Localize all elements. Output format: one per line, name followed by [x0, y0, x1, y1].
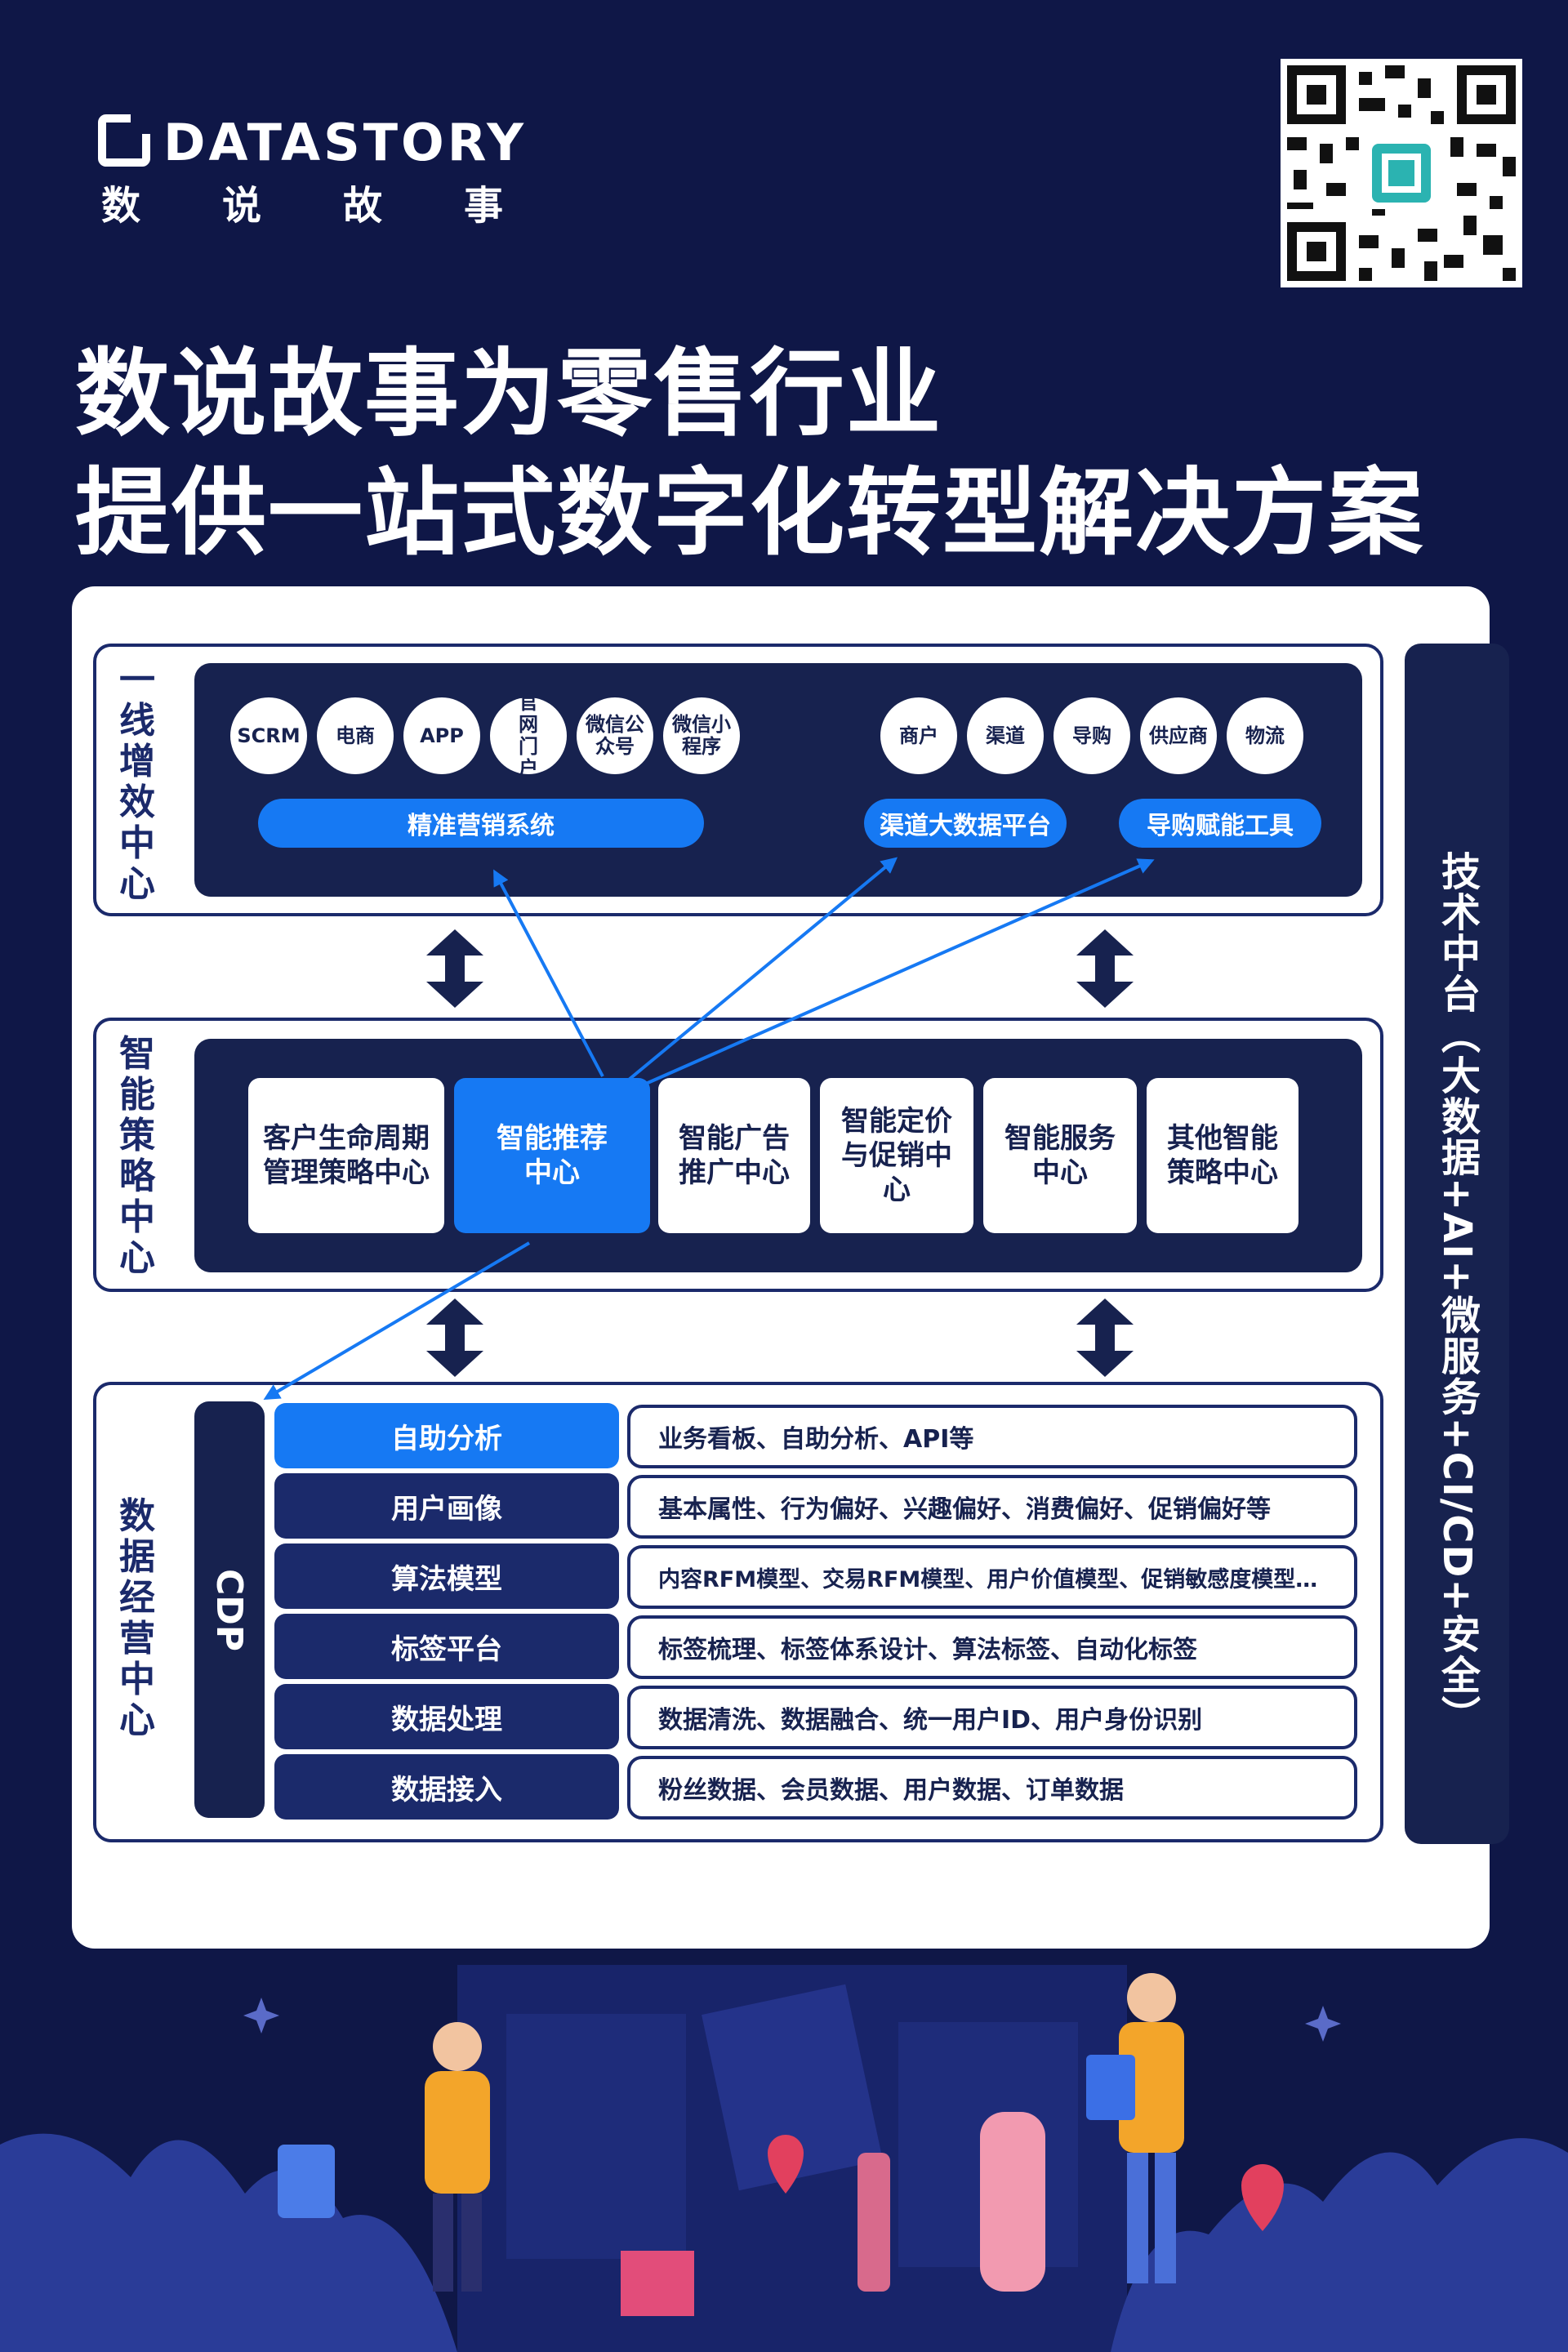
row-title-user-profile: 用户画像: [274, 1473, 619, 1539]
row-title-self-analysis: 自助分析: [274, 1403, 619, 1468]
row-title-algorithm-model: 算法模型: [274, 1544, 619, 1609]
center-lifecycle: 客户生命周期管理策略中心: [248, 1078, 444, 1233]
row-desc-data-ingestion: 粉丝数据、会员数据、用户数据、订单数据: [627, 1756, 1357, 1820]
channel-scrm: SCRM: [230, 697, 307, 774]
channel-app: APP: [403, 697, 480, 774]
strategy-label: 智能策略中心: [119, 1033, 155, 1279]
center-other: 其他智能策略中心: [1147, 1078, 1298, 1233]
datastory-logo-icon: [98, 114, 150, 167]
center-recommendation: 智能推荐中心: [454, 1078, 650, 1233]
row-desc-algorithm-model: 内容RFM模型、交易RFM模型、用户价值模型、促销敏感度模型…: [627, 1545, 1357, 1609]
channel-logistics: 物流: [1227, 697, 1303, 774]
channel-ecommerce: 电商: [317, 697, 394, 774]
location-pin-icon: [1241, 2164, 1284, 2231]
data-ops-section: [93, 1382, 1383, 1842]
shopper-man-icon: [1127, 1973, 1176, 2022]
system-guide-tool: 导购赋能工具: [1119, 799, 1321, 848]
row-title-tag-platform: 标签平台: [274, 1614, 619, 1679]
sparkle-icon: [1305, 2006, 1341, 2042]
tech-platform-bar: 技术中台（大数据+AI+微服务+CI/CD+安全）: [1405, 644, 1509, 1844]
row-title-data-processing: 数据处理: [274, 1684, 619, 1749]
double-arrow-icon: [1076, 929, 1134, 1008]
gift-box-icon: [621, 2251, 694, 2316]
tech-platform-label: 技术中台（大数据+AI+微服务+CI/CD+安全）: [1434, 851, 1480, 1736]
frontline-label: 一线增效中心: [119, 659, 155, 905]
channel-website: 官网门户: [490, 692, 567, 780]
row-desc-self-analysis: 业务看板、自助分析、API等: [627, 1405, 1357, 1468]
sparkle-icon: [243, 1998, 279, 2034]
location-pin-icon: [768, 2135, 804, 2194]
double-arrow-icon: [1076, 1298, 1134, 1377]
headline-line-2: 提供一站式数字化转型解决方案: [75, 458, 1424, 568]
row-desc-tag-platform: 标签梳理、标签体系设计、算法标签、自动化标签: [627, 1615, 1357, 1679]
cdp-block: CDP: [194, 1401, 265, 1818]
center-pricing-promotion: 智能定价与促销中心: [820, 1078, 973, 1233]
channel-supplier: 供应商: [1140, 697, 1217, 774]
data-ops-label: 数据经营中心: [119, 1495, 155, 1741]
channel-wechat-miniapp: 微信小程序: [663, 697, 740, 774]
cdp-label: CDP: [208, 1568, 251, 1651]
center-advertising: 智能广告推广中心: [658, 1078, 810, 1233]
row-title-data-ingestion: 数据接入: [274, 1754, 619, 1820]
double-arrow-icon: [426, 1298, 483, 1377]
retail-shopping-illustration: [0, 1949, 1568, 2352]
channel-shopping-guide: 导购: [1054, 697, 1130, 774]
shopper-woman-icon: [433, 2022, 482, 2071]
row-desc-data-processing: 数据清洗、数据融合、统一用户ID、用户身份识别: [627, 1686, 1357, 1749]
double-arrow-icon: [426, 929, 483, 1008]
system-channel-bigdata: 渠道大数据平台: [864, 799, 1067, 848]
qr-code-icon: [1281, 59, 1522, 287]
brand-name-cn: 数说故事: [101, 183, 586, 229]
system-precision-marketing: 精准营销系统: [258, 799, 704, 848]
center-service: 智能服务中心: [983, 1078, 1137, 1233]
channel-wechat-official: 微信公众号: [577, 697, 653, 774]
channel-distribution: 渠道: [967, 697, 1044, 774]
brand-name: DATASTORY: [163, 113, 527, 172]
headline-line-1: 数说故事为零售行业: [75, 339, 942, 449]
channel-merchant: 商户: [880, 697, 957, 774]
row-desc-user-profile: 基本属性、行为偏好、兴趣偏好、消费偏好、促销偏好等: [627, 1475, 1357, 1539]
